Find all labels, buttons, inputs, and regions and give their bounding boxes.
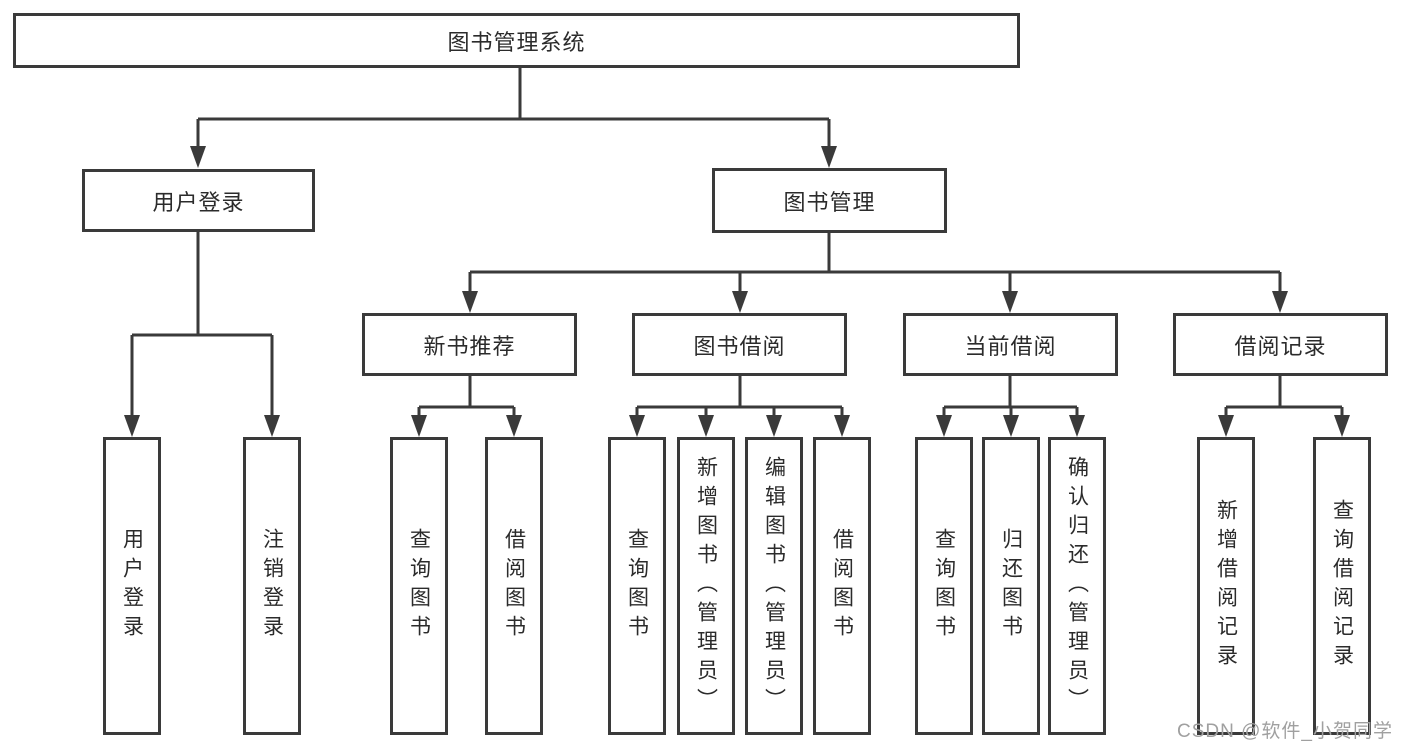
leaf-user-login-label: 用户登录 <box>120 528 144 644</box>
leaf-query-books-recommend: 查询图书 <box>390 437 448 735</box>
leaf-logout: 注销登录 <box>243 437 301 735</box>
leaf-confirm-return-admin-label: 确认归还（管理员） <box>1065 455 1089 717</box>
leaf-add-borrow-record-label: 新增借阅记录 <box>1214 499 1238 673</box>
leaf-edit-books-admin: 编辑图书（管理员） <box>745 437 803 735</box>
leaf-query-books-recommend-label: 查询图书 <box>407 528 431 644</box>
leaf-return-books: 归还图书 <box>982 437 1040 735</box>
leaf-add-borrow-record: 新增借阅记录 <box>1197 437 1255 735</box>
leaf-query-books-borrowing-label: 查询图书 <box>625 528 649 644</box>
leaf-edit-books-admin-label: 编辑图书（管理员） <box>762 455 786 717</box>
leaf-borrow-books: 借阅图书 <box>813 437 871 735</box>
node-book-borrowing: 图书借阅 <box>632 313 847 376</box>
leaf-user-login: 用户登录 <box>103 437 161 735</box>
node-current-borrowing: 当前借阅 <box>903 313 1118 376</box>
leaf-confirm-return-admin: 确认归还（管理员） <box>1048 437 1106 735</box>
leaf-add-books-admin: 新增图书（管理员） <box>677 437 735 735</box>
leaf-query-books-current-label: 查询图书 <box>932 528 956 644</box>
leaf-borrow-books-recommend: 借阅图书 <box>485 437 543 735</box>
node-book-management: 图书管理 <box>712 168 947 233</box>
leaf-logout-label: 注销登录 <box>260 528 284 644</box>
node-user-login: 用户登录 <box>82 169 315 232</box>
leaf-query-borrow-record-label: 查询借阅记录 <box>1330 499 1354 673</box>
csdn-watermark: CSDN @软件_小贺同学 <box>1177 721 1393 742</box>
leaf-query-books-borrowing: 查询图书 <box>608 437 666 735</box>
node-borrow-records: 借阅记录 <box>1173 313 1388 376</box>
leaf-query-borrow-record: 查询借阅记录 <box>1313 437 1371 735</box>
leaf-query-books-current: 查询图书 <box>915 437 973 735</box>
leaf-borrow-books-recommend-label: 借阅图书 <box>502 528 526 644</box>
leaf-add-books-admin-label: 新增图书（管理员） <box>694 455 718 717</box>
leaf-return-books-label: 归还图书 <box>999 528 1023 644</box>
leaf-borrow-books-label: 借阅图书 <box>830 528 854 644</box>
node-library-management-system: 图书管理系统 <box>13 13 1020 68</box>
node-new-book-recommend: 新书推荐 <box>362 313 577 376</box>
